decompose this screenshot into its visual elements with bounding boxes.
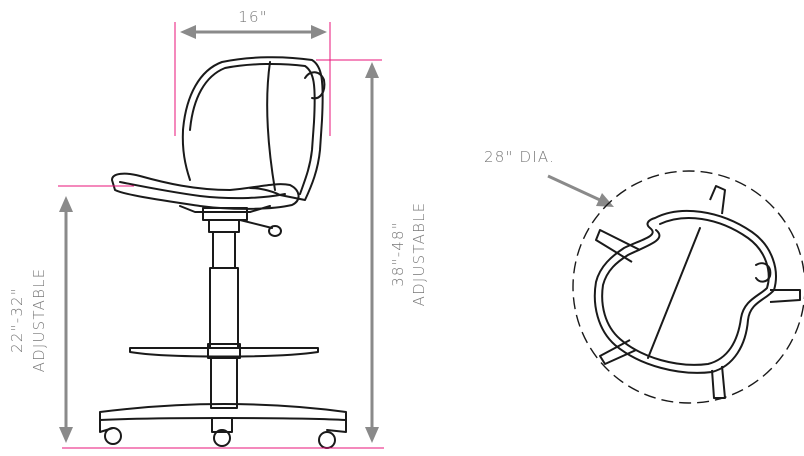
caster-left-arm bbox=[99, 419, 114, 433]
overall-height-value-label: 38"-48" bbox=[389, 221, 407, 287]
seat-bracket bbox=[179, 205, 271, 213]
seat-center-seam bbox=[647, 227, 701, 359]
backrest-seam bbox=[266, 61, 276, 191]
overall-height-note-label: ADJUSTABLE bbox=[410, 202, 428, 307]
seat-inner bbox=[119, 181, 286, 200]
top-view-base-legs bbox=[595, 185, 801, 399]
gas-column-upper bbox=[212, 231, 236, 269]
backrest-inner bbox=[189, 62, 316, 195]
foot-ring bbox=[129, 347, 319, 358]
seat-height-value-label: 22"-32" bbox=[8, 287, 26, 353]
backrest bbox=[182, 56, 324, 201]
backrest-handle bbox=[304, 71, 326, 100]
seat-handle-top bbox=[755, 262, 772, 283]
chair-side-view bbox=[99, 56, 347, 449]
column-collar bbox=[208, 219, 240, 233]
overall-height-arrow-top bbox=[365, 62, 379, 78]
chair-top-view bbox=[572, 170, 804, 404]
column-base bbox=[210, 357, 238, 409]
backrest-side bbox=[181, 129, 191, 181]
seat-height-arrow-top bbox=[59, 196, 73, 212]
star-base bbox=[99, 403, 347, 421]
base-diameter-circle bbox=[572, 170, 804, 404]
caster-right bbox=[318, 431, 336, 449]
leg-left bbox=[595, 229, 641, 263]
width-arrow-right bbox=[311, 25, 327, 39]
gas-lift-lever bbox=[239, 219, 273, 229]
seat-outline-inner bbox=[601, 217, 770, 366]
seat-height-note-label: ADJUSTABLE bbox=[30, 268, 48, 373]
diameter-pointer-arrow bbox=[596, 193, 614, 207]
width-label: 16" bbox=[238, 8, 268, 26]
leg-bottom bbox=[711, 365, 726, 399]
caster-center-arm bbox=[211, 417, 233, 433]
leg-right bbox=[769, 289, 801, 303]
overall-height-arrow-bottom bbox=[365, 427, 379, 443]
caster-center bbox=[213, 429, 231, 447]
seat bbox=[111, 172, 300, 210]
seat-outline-outer bbox=[593, 209, 777, 374]
seat-height-arrow-bottom bbox=[59, 427, 73, 443]
caster-right-arm bbox=[326, 419, 347, 433]
leg-bottom-left bbox=[599, 339, 637, 365]
accent-reference-lines bbox=[58, 22, 384, 449]
width-arrow-left bbox=[180, 25, 196, 39]
lever-knob bbox=[268, 225, 282, 237]
top-view-seat bbox=[593, 209, 777, 374]
base-diameter-label: 28" DIA. bbox=[484, 148, 555, 166]
gas-column-lower bbox=[209, 267, 239, 349]
diameter-pointer-line bbox=[547, 174, 601, 202]
dimension-lines bbox=[59, 25, 614, 443]
leg-top bbox=[709, 185, 726, 215]
